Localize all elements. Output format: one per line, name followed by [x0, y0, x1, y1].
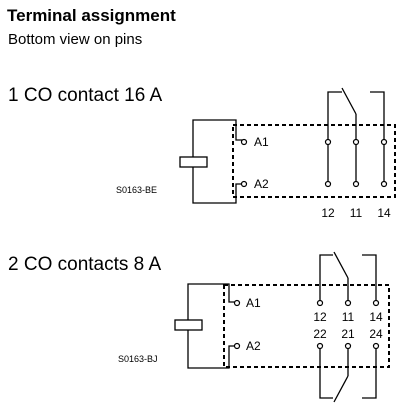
diagram1-pin-12	[324, 180, 332, 188]
diagram1-contacts	[327, 87, 385, 182]
diagram2-pin-14	[372, 299, 380, 307]
page-title: Terminal assignment	[7, 6, 176, 25]
diagram1-pin-11-top	[352, 138, 360, 146]
diagram1-pin-label-14: 14	[377, 206, 391, 220]
diagram1-pin-a1	[240, 138, 248, 146]
diagram2-pin-24	[372, 342, 380, 350]
diagram2-pin-label-12: 12	[313, 310, 327, 324]
diagram1-pin-label-11: 11	[350, 206, 363, 220]
diagram2-dashed-outline	[223, 284, 390, 368]
page-subtitle: Bottom view on pins	[8, 31, 143, 48]
diagram2-pin-21	[344, 342, 352, 350]
diagram2-pin-label-22: 22	[313, 327, 327, 341]
diagram1-coil	[179, 119, 245, 204]
diagram1-pin-a2	[240, 180, 248, 188]
diagram2-pin-label-11: 11	[342, 310, 355, 324]
diagram2-contact-pins	[316, 299, 380, 350]
diagram2-label-a2: A2	[246, 339, 261, 353]
diagram1-label-a1: A1	[254, 135, 269, 149]
diagram2-pin-label-24: 24	[369, 327, 383, 341]
diagram2-heading: 2 CO contacts 8 A	[8, 254, 162, 275]
diagram1-label-a2: A2	[254, 177, 269, 191]
diagram2-pin-a2	[233, 342, 241, 350]
diagram1-heading: 1 CO contact 16 A	[8, 85, 163, 106]
diagram1-pin-14-top	[380, 138, 388, 146]
diagram1-dashed-outline	[232, 124, 396, 198]
diagram2-pin-label-14: 14	[369, 310, 383, 324]
diagram1-pin-label-12: 12	[321, 206, 335, 220]
diagram2-pin-22	[316, 342, 324, 350]
diagram1-pin-11	[352, 180, 360, 188]
diagram2-pin-12	[316, 299, 324, 307]
diagram1-pin-12-top	[324, 138, 332, 146]
diagram1-code: S0163-BE	[116, 185, 158, 195]
diagram2-pin-11	[344, 299, 352, 307]
diagram2-coil	[174, 283, 237, 369]
diagram2-contacts	[319, 251, 377, 403]
diagram1-pin-14	[380, 180, 388, 188]
diagram2-label-a1: A1	[246, 296, 261, 310]
diagram2-code: S0163-BJ	[118, 354, 158, 364]
diagram2-pin-label-21: 21	[341, 327, 355, 341]
diagram1-contact-pins	[324, 138, 388, 188]
diagram2-pin-a1	[233, 299, 241, 307]
